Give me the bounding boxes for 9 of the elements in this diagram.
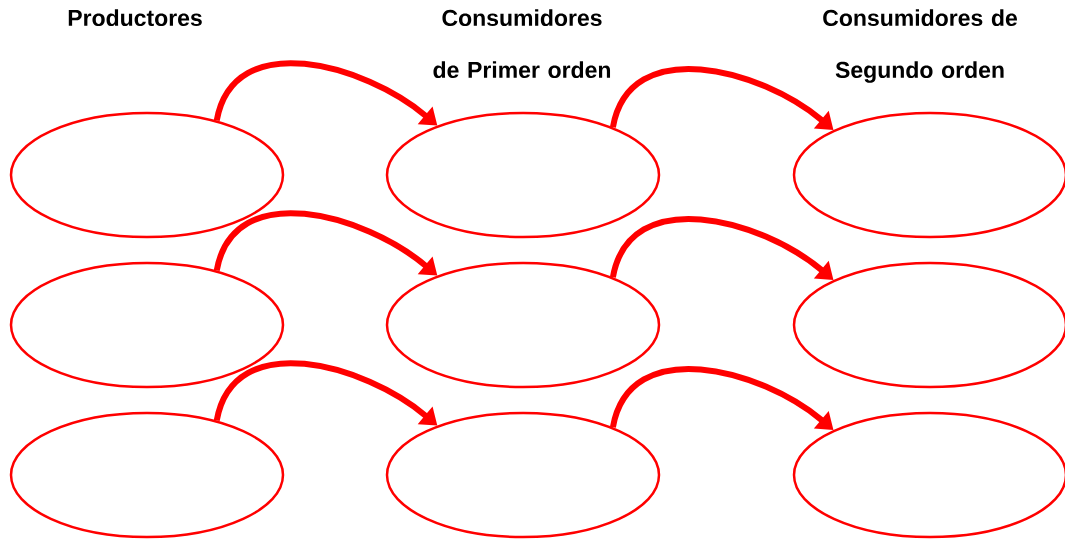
heading: Consumidores de Segundo orden — [823, 9, 1017, 83]
heading: Productores — [68, 9, 202, 27]
ellipse-shape — [9, 111, 285, 239]
ellipse-shape — [9, 411, 285, 539]
ellipse-shape — [385, 111, 661, 239]
ellipse-shape — [385, 411, 661, 539]
heading: Consumidores de Primer orden — [433, 9, 611, 79]
ellipse-shape — [9, 261, 285, 389]
ellipse-shape — [385, 261, 661, 389]
